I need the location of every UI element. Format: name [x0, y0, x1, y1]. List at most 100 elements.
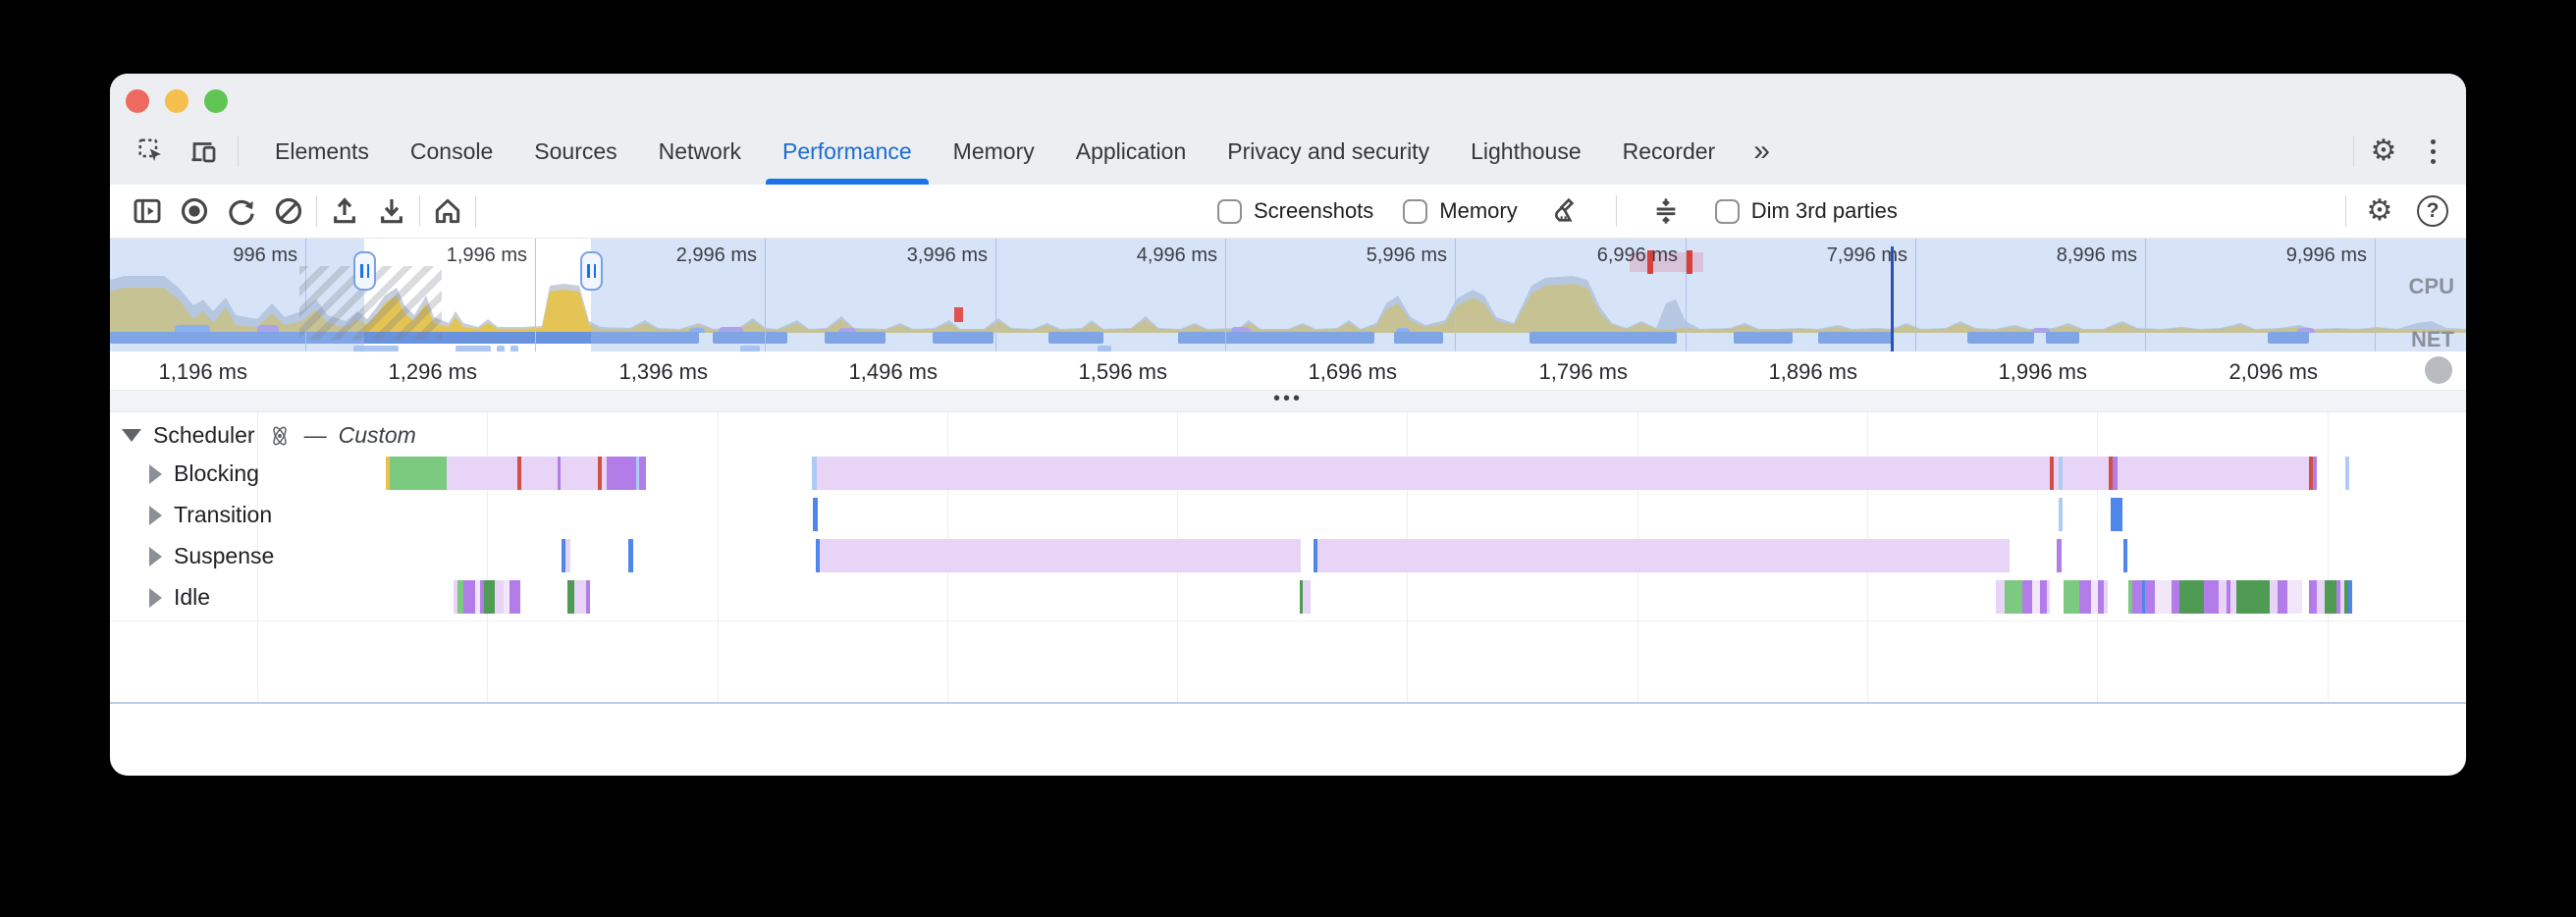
flame-segment[interactable] [2230, 580, 2236, 614]
overview-handle-right[interactable] [580, 251, 603, 291]
flame-segment[interactable] [2022, 580, 2032, 614]
flame-segment[interactable] [2063, 457, 2109, 490]
flame-segment[interactable] [2050, 457, 2054, 490]
flame-segment[interactable] [521, 457, 558, 490]
screenshots-checkbox[interactable]: Screenshots [1217, 198, 1373, 224]
collapse-tracks-button[interactable] [1646, 191, 1686, 231]
flame-segment[interactable] [1314, 539, 1317, 572]
flame-segment[interactable] [816, 539, 820, 572]
flame-segment[interactable] [636, 457, 639, 490]
tab-lighthouse[interactable]: Lighthouse [1471, 137, 1582, 164]
tab-recorder[interactable]: Recorder [1622, 137, 1716, 164]
flame-segment[interactable] [561, 457, 598, 490]
flame-segment[interactable] [2309, 580, 2317, 614]
flame-segment[interactable] [598, 457, 602, 490]
flame-segment[interactable] [447, 457, 517, 490]
flame-segment[interactable] [2064, 580, 2079, 614]
flame-segment[interactable] [1996, 580, 2005, 614]
flame-segment[interactable] [495, 580, 504, 614]
flame-segment[interactable] [457, 580, 463, 614]
flame-segment[interactable] [586, 580, 590, 614]
flame-segment[interactable] [2113, 457, 2118, 490]
clear-button[interactable] [269, 191, 308, 231]
flame-segment[interactable] [484, 580, 495, 614]
flame-segment[interactable] [2059, 457, 2063, 490]
flame-segment[interactable] [2005, 580, 2022, 614]
details-divider[interactable] [110, 702, 2466, 704]
load-profile-button[interactable] [325, 191, 364, 231]
flame-segment[interactable] [639, 457, 646, 490]
flame-segment[interactable] [2142, 580, 2145, 614]
flame-segment[interactable] [2270, 580, 2278, 614]
close-window-button[interactable] [126, 89, 149, 113]
lane-label-transition[interactable]: Transition [149, 502, 272, 528]
flame-segment[interactable] [2345, 457, 2349, 490]
flame-segment[interactable] [2336, 580, 2340, 614]
tab-memory[interactable]: Memory [952, 137, 1035, 164]
tab-network[interactable]: Network [658, 137, 741, 164]
scrollbar-thumb[interactable] [2425, 356, 2452, 384]
maximize-window-button[interactable] [204, 89, 228, 113]
panel-resize-handle[interactable]: ••• [110, 389, 2466, 412]
tab-console[interactable]: Console [409, 137, 494, 164]
flame-segment[interactable] [817, 457, 2050, 490]
collapse-triangle-icon[interactable] [149, 505, 162, 525]
tab-performance[interactable]: Performance [762, 118, 933, 185]
lane-label-idle[interactable]: Idle [149, 584, 210, 611]
flame-segment[interactable] [2179, 580, 2204, 614]
record-button[interactable] [175, 191, 214, 231]
dim-3rd-parties-checkbox[interactable]: Dim 3rd parties [1714, 198, 1898, 224]
capture-settings-button[interactable]: ⚙ [2360, 191, 2399, 231]
flame-segment[interactable] [2128, 580, 2132, 614]
live-metrics-home-button[interactable] [428, 191, 467, 231]
flame-segment[interactable] [2098, 580, 2104, 614]
flame-segment[interactable] [2059, 498, 2063, 531]
flame-segment[interactable] [558, 457, 561, 490]
flame-segment[interactable] [2172, 580, 2179, 614]
flame-segment[interactable] [2287, 580, 2302, 614]
more-tabs-button[interactable]: » [1736, 118, 1788, 185]
flame-segment[interactable] [463, 580, 475, 614]
devtools-settings-button[interactable]: ⚙ [2364, 132, 2403, 171]
save-profile-button[interactable] [372, 191, 411, 231]
device-toolbar-icon[interactable] [185, 132, 224, 171]
flame-segment[interactable] [812, 457, 817, 490]
flame-segment[interactable] [628, 539, 633, 572]
devtools-menu-button[interactable] [2413, 132, 2452, 171]
flame-segment[interactable] [2155, 580, 2172, 614]
flame-segment[interactable] [1300, 580, 1303, 614]
flame-segment[interactable] [2111, 498, 2122, 531]
flame-segment[interactable] [2204, 580, 2219, 614]
track-header-scheduler[interactable]: Scheduler—Custom [122, 422, 416, 449]
flame-segment[interactable] [562, 539, 565, 572]
flame-segment[interactable] [2091, 580, 2098, 614]
flame-segment[interactable] [2236, 580, 2270, 614]
tab-sources[interactable]: Sources [534, 137, 617, 164]
flame-segment[interactable] [2109, 457, 2113, 490]
flame-segment[interactable] [2104, 580, 2108, 614]
flame-segment[interactable] [2348, 580, 2352, 614]
flame-segment[interactable] [480, 580, 484, 614]
flame-segment[interactable] [2057, 539, 2062, 572]
flame-segment[interactable] [386, 457, 390, 490]
collapse-triangle-icon[interactable] [149, 587, 162, 608]
flame-segment[interactable] [2054, 457, 2059, 490]
tab-elements[interactable]: Elements [275, 137, 369, 164]
lane-label-blocking[interactable]: Blocking [149, 460, 259, 487]
flame-segment[interactable] [2145, 580, 2155, 614]
flame-segment[interactable] [2325, 580, 2336, 614]
flame-segment[interactable] [2118, 457, 2309, 490]
flame-segment[interactable] [504, 580, 510, 614]
flame-segment[interactable] [574, 580, 586, 614]
flame-segment[interactable] [2123, 539, 2127, 572]
flame-segment[interactable] [517, 457, 521, 490]
flame-segment[interactable] [2344, 580, 2348, 614]
flame-segment[interactable] [475, 580, 480, 614]
flame-segment[interactable] [2219, 580, 2227, 614]
flame-segment[interactable] [454, 580, 457, 614]
flame-segment[interactable] [2079, 580, 2091, 614]
flame-segment[interactable] [2040, 580, 2047, 614]
collect-garbage-button[interactable] [1547, 191, 1586, 231]
